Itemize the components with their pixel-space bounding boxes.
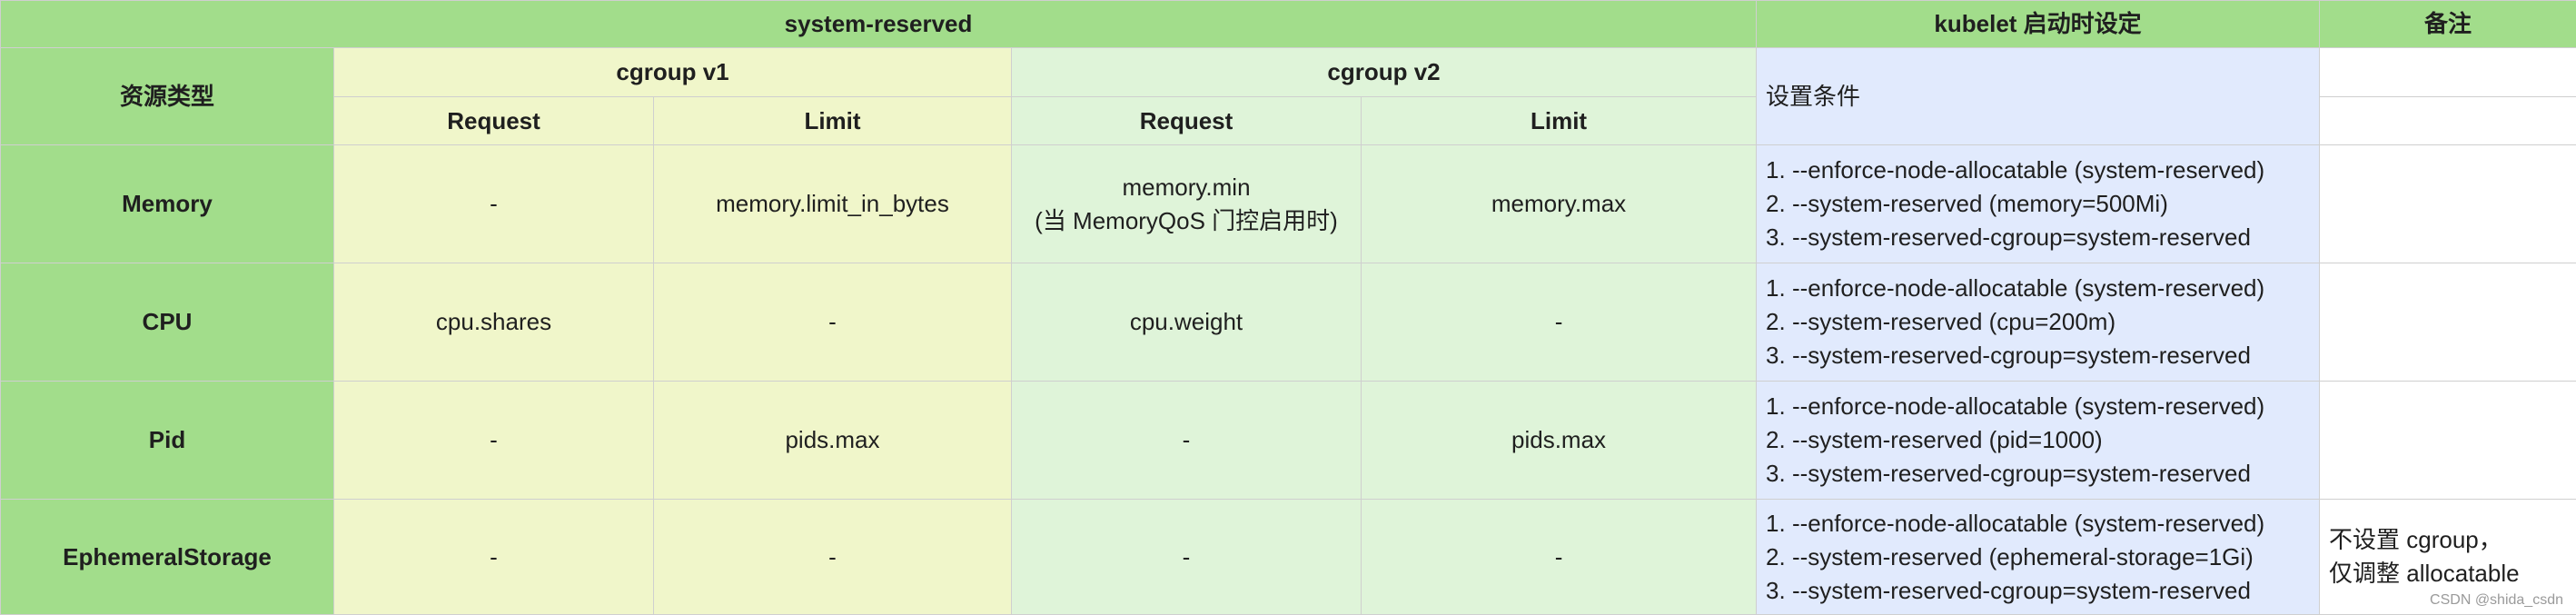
table-row: Memory - memory.limit_in_bytes memory.mi…	[1, 145, 2576, 263]
row-resource-name: EphemeralStorage	[1, 500, 334, 615]
header-cgroup-v1: cgroup v1	[334, 48, 1012, 97]
condition-1: 1. --enforce-node-allocatable (system-re…	[1766, 390, 2310, 423]
cell-v2-limit: -	[1362, 263, 1757, 382]
header-row-2: 资源类型 cgroup v1 cgroup v2 设置条件	[1, 48, 2576, 97]
cell-v1-limit: -	[654, 500, 1012, 615]
row-resource-name: CPU	[1, 263, 334, 382]
note-line-2: 仅调整 allocatable	[2329, 557, 2567, 590]
condition-2: 2. --system-reserved (ephemeral-storage=…	[1766, 541, 2310, 574]
header-v1-limit: Limit	[654, 97, 1012, 145]
cell-note	[2320, 263, 2576, 382]
cell-v2-request: memory.min (当 MemoryQoS 门控启用时)	[1012, 145, 1362, 263]
header-cgroup-v2: cgroup v2	[1012, 48, 1757, 97]
cell-v2-limit: -	[1362, 500, 1757, 615]
header-v2-limit: Limit	[1362, 97, 1757, 145]
condition-2: 2. --system-reserved (memory=500Mi)	[1766, 187, 2310, 221]
cell-v1-request: -	[334, 382, 654, 500]
cell-conditions: 1. --enforce-node-allocatable (system-re…	[1757, 263, 2320, 382]
condition-2: 2. --system-reserved (cpu=200m)	[1766, 305, 2310, 339]
header-v1-request: Request	[334, 97, 654, 145]
table-row: CPU cpu.shares - cpu.weight - 1. --enfor…	[1, 263, 2576, 382]
header-resource-type: 资源类型	[1, 48, 334, 145]
header-note-empty-1	[2320, 48, 2576, 97]
cell-v2-limit: memory.max	[1362, 145, 1757, 263]
cell-v2-request: -	[1012, 382, 1362, 500]
cell-v2-request: -	[1012, 500, 1362, 615]
condition-3: 3. --system-reserved-cgroup=system-reser…	[1766, 574, 2310, 608]
header-note: 备注	[2320, 1, 2576, 48]
table-row: EphemeralStorage - - - - 1. --enforce-no…	[1, 500, 2576, 615]
header-system-reserved: system-reserved	[1, 1, 1757, 48]
cell-conditions: 1. --enforce-node-allocatable (system-re…	[1757, 500, 2320, 615]
cell-v1-limit: -	[654, 263, 1012, 382]
cell-conditions: 1. --enforce-node-allocatable (system-re…	[1757, 382, 2320, 500]
condition-3: 3. --system-reserved-cgroup=system-reser…	[1766, 339, 2310, 372]
condition-3: 3. --system-reserved-cgroup=system-reser…	[1766, 457, 2310, 491]
row-resource-name: Memory	[1, 145, 334, 263]
cell-note	[2320, 145, 2576, 263]
cell-v2-request-line-2: (当 MemoryQoS 门控启用时)	[1021, 204, 1352, 238]
condition-2: 2. --system-reserved (pid=1000)	[1766, 423, 2310, 457]
cell-v2-request-line-1: -	[1021, 423, 1352, 457]
condition-3: 3. --system-reserved-cgroup=system-reser…	[1766, 221, 2310, 254]
cell-v2-request-line-1: cpu.weight	[1021, 305, 1352, 339]
cell-note	[2320, 382, 2576, 500]
cell-v1-limit: pids.max	[654, 382, 1012, 500]
cell-v2-request: cpu.weight	[1012, 263, 1362, 382]
cell-v2-request-line-1: -	[1021, 541, 1352, 574]
table-row: Pid - pids.max - pids.max 1. --enforce-n…	[1, 382, 2576, 500]
condition-1: 1. --enforce-node-allocatable (system-re…	[1766, 154, 2310, 187]
cell-conditions: 1. --enforce-node-allocatable (system-re…	[1757, 145, 2320, 263]
header-kubelet: kubelet 启动时设定	[1757, 1, 2320, 48]
note-line-1: 不设置 cgroup，	[2329, 523, 2567, 557]
cell-v1-request: cpu.shares	[334, 263, 654, 382]
row-resource-name: Pid	[1, 382, 334, 500]
header-row-1: system-reserved kubelet 启动时设定 备注	[1, 1, 2576, 48]
cell-v1-request: -	[334, 500, 654, 615]
cell-v1-limit: memory.limit_in_bytes	[654, 145, 1012, 263]
cell-v1-request: -	[334, 145, 654, 263]
header-conditions: 设置条件	[1757, 48, 2320, 145]
cell-v2-request-line-1: memory.min	[1021, 171, 1352, 204]
cell-v2-limit: pids.max	[1362, 382, 1757, 500]
header-note-empty-2	[2320, 97, 2576, 145]
watermark: CSDN @shida_csdn	[2430, 592, 2563, 609]
condition-1: 1. --enforce-node-allocatable (system-re…	[1766, 507, 2310, 541]
condition-1: 1. --enforce-node-allocatable (system-re…	[1766, 272, 2310, 305]
header-v2-request: Request	[1012, 97, 1362, 145]
